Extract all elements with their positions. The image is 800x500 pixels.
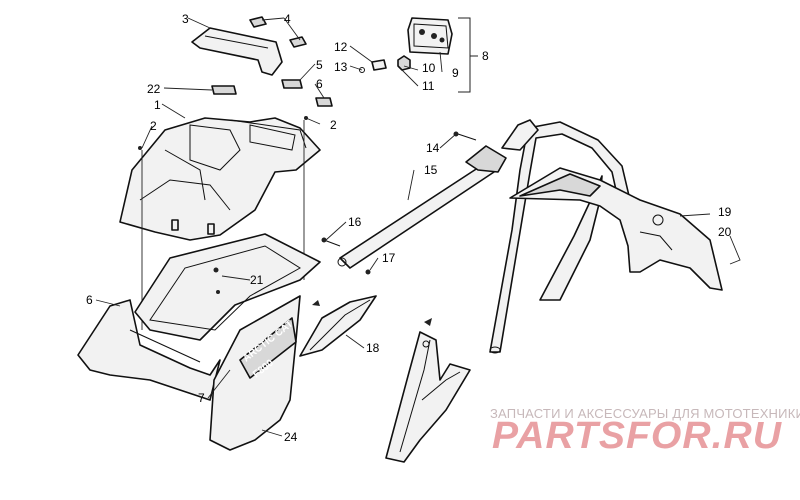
callout-10: 9 <box>452 66 459 80</box>
callout-15: 14 <box>426 141 440 155</box>
callout-22: 21 <box>250 273 264 287</box>
callout-18: 17 <box>382 251 396 265</box>
callout-12: 11 <box>422 79 435 93</box>
callout-24: 24 <box>284 430 298 444</box>
callout-16: 15 <box>424 163 438 177</box>
watermark-brand: PARTSFOR.RU <box>492 415 783 457</box>
part-10-taillight <box>407 17 453 55</box>
rear-bumper-loop <box>489 119 631 354</box>
part-13-14-screws <box>359 59 387 73</box>
part-7-box <box>77 233 321 401</box>
part-1-upper-cover <box>119 116 321 241</box>
callout-2-right: 2 <box>330 118 337 132</box>
leader-lines <box>95 17 741 437</box>
callout-11: 10 <box>422 61 436 75</box>
callout-1: 1 <box>154 98 161 112</box>
callout-9: 8 <box>482 49 489 63</box>
callout-6: 6 <box>316 77 323 91</box>
watermark-caption: ЗАПЧАСТИ И АКСЕССУАРЫ ДЛЯ МОТОТЕХНИКИ <box>490 406 800 421</box>
part-19-bracket <box>299 295 377 357</box>
callout-7: 6 <box>86 293 93 307</box>
callout-8: 7 <box>198 391 205 405</box>
callout-4: 4 <box>284 12 291 26</box>
part-5-6-23-pads <box>211 79 333 107</box>
callout-2-left: 2 <box>150 119 157 133</box>
part-8-24-side-panel: ARCTIC CAT F800 <box>209 295 301 451</box>
callout-20: 19 <box>718 205 732 219</box>
callout-3: 3 <box>182 12 189 26</box>
callout-23: 22 <box>147 82 161 96</box>
callout-19: 18 <box>366 341 380 355</box>
callout-labels: 3 4 5 6 22 1 2 2 12 13 10 11 9 8 14 15 1… <box>86 12 732 444</box>
callout-5: 5 <box>316 58 323 72</box>
part-19-lower-guard <box>385 318 471 463</box>
callout-21: 20 <box>718 225 732 239</box>
callout-17: 16 <box>348 215 362 229</box>
part-15-17-18-screws <box>321 131 477 275</box>
part-3-tray <box>191 27 283 76</box>
callout-13: 12 <box>334 40 348 54</box>
part-11-bulb <box>397 55 411 71</box>
watermark: ЗАПЧАСТИ И АКСЕССУАРЫ ДЛЯ МОТОТЕХНИКИ PA… <box>490 406 800 457</box>
part-20-rear-flap <box>509 167 723 291</box>
part-16-support-tube <box>337 145 507 269</box>
group-bracket-9 <box>458 17 471 93</box>
callout-14: 13 <box>334 60 348 74</box>
